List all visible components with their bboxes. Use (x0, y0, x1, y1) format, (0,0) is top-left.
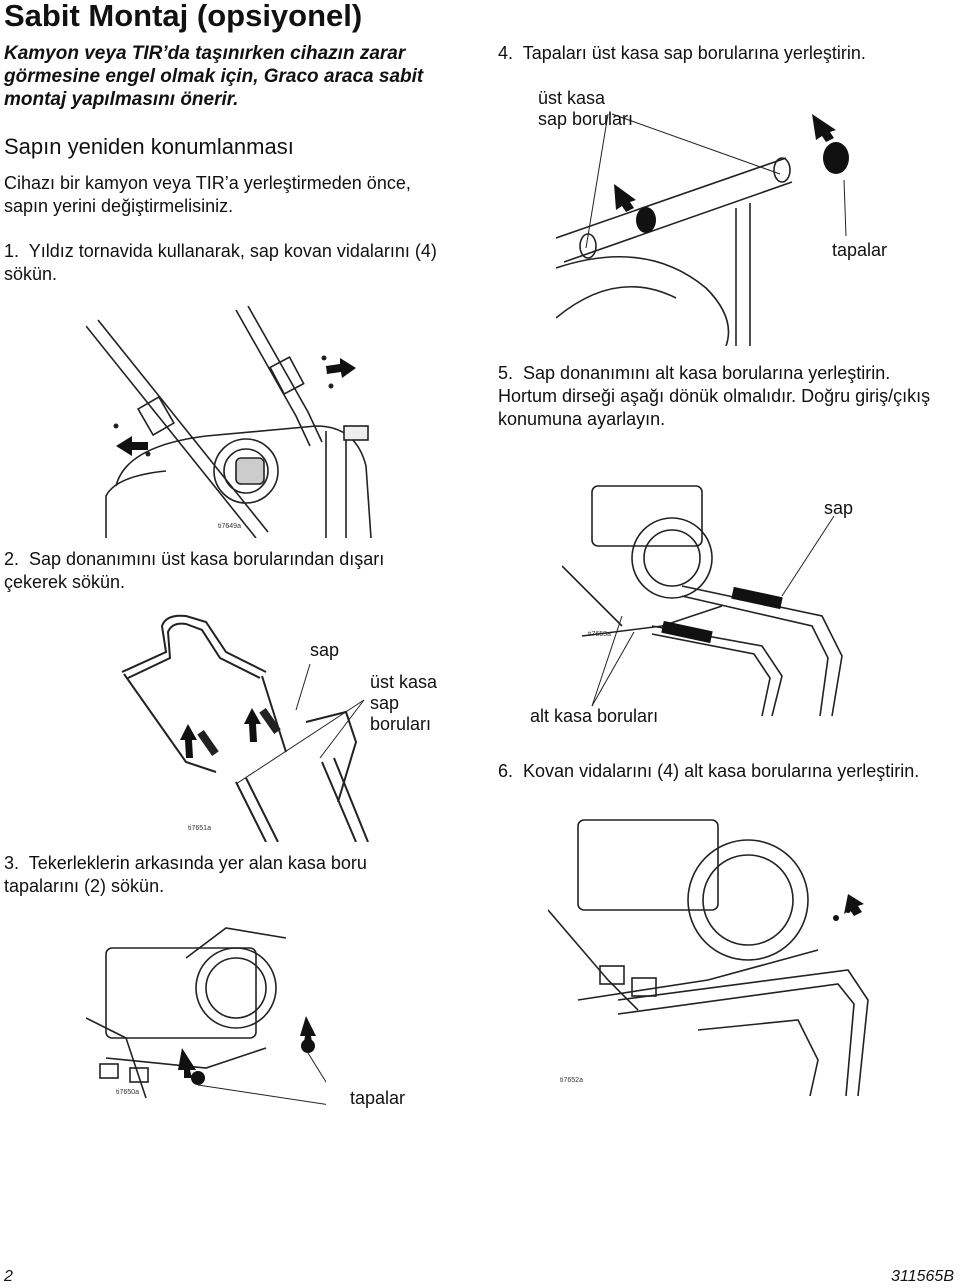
step-text: Tekerleklerin arkasında yer alan kasa bo… (4, 853, 367, 896)
step-number: 4. (498, 43, 514, 63)
label-lower-tubes: alt kasa boruları (530, 706, 659, 726)
step-number: 2. (4, 549, 20, 569)
step-text: Sap donanımını üst kasa borularından dış… (4, 549, 385, 592)
document-number: 311565B (891, 1268, 954, 1285)
figure-remove-plugs: ti7650a (86, 927, 326, 1105)
section-paragraph: Cihazı bir kamyon veya TIR’a yerleştirme… (4, 173, 411, 216)
step-text: Tapaları üst kasa sap borularına yerleşt… (522, 43, 866, 63)
figure-install-screws: ti7652a (548, 819, 869, 1096)
step-5: 5. Sap donanımını alt kasa borularına ye… (498, 362, 938, 431)
step-number: 5. (498, 363, 514, 383)
figure-id: ti7649a (218, 523, 241, 530)
step-6: 6. Kovan vidalarını (4) alt kasa borular… (498, 760, 958, 783)
section-heading: Sapın yeniden konumlanması (4, 134, 294, 159)
step-1: 1. Yıldız tornavida kullanarak, sap kova… (4, 240, 464, 286)
page-number: 2 (4, 1268, 13, 1285)
step-number: 3. (4, 853, 20, 873)
figure-id: ti7653a (588, 631, 611, 638)
figure-remove-screws: ti7649a (86, 306, 372, 538)
figure-insert-handle: ti7653a (562, 485, 843, 717)
step-4: 4. Tapaları üst kasa sap borularına yerl… (498, 42, 938, 65)
label-plugs: tapalar (832, 240, 888, 260)
step-text: Kovan vidalarını (4) alt kasa borularına… (523, 761, 920, 781)
figure-id: ti7652a (560, 1077, 583, 1084)
figure-id: ti7651a (188, 825, 211, 832)
figure-insert-plugs (556, 113, 849, 346)
label-upper-tubes: üst kasa sap boruları (538, 88, 634, 129)
label-plugs: tapalar (350, 1088, 406, 1108)
figure-pull-handle: ti7651a (121, 614, 369, 842)
step-text: Sap donanımını alt kasa borularına yerle… (498, 363, 931, 429)
step-3: 3. Tekerleklerin arkasında yer alan kasa… (4, 852, 444, 898)
step-text: Yıldız tornavida kullanarak, sap kovan v… (4, 241, 437, 284)
step-2: 2. Sap donanımını üst kasa borularından … (4, 548, 444, 594)
step-number: 6. (498, 761, 514, 781)
label-upper-tubes: üst kasa sap boruları (370, 672, 438, 734)
label-sap: sap (310, 640, 340, 660)
step-number: 1. (4, 241, 20, 261)
figure-id: ti7650a (116, 1089, 139, 1096)
label-sap: sap (824, 498, 854, 518)
page-title: Sabit Montaj (opsiyonel) (4, 0, 363, 33)
intro-note: Kamyon veya TIR’da taşınırken cihazın za… (4, 43, 424, 110)
